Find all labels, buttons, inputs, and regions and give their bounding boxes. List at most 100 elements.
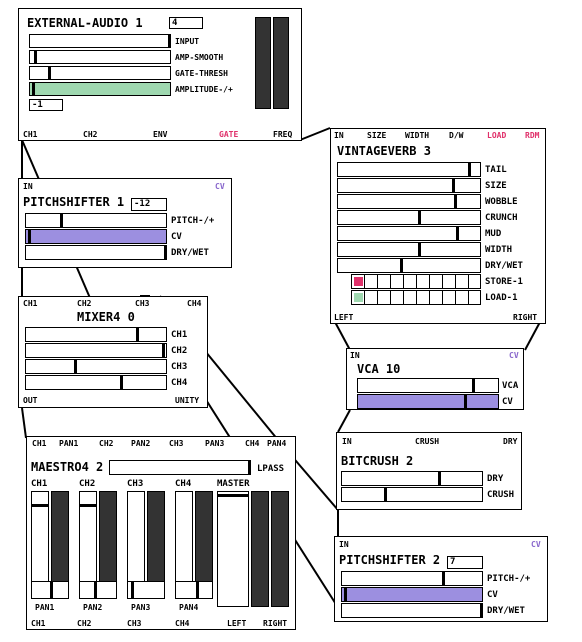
pitch-slider[interactable] — [341, 571, 483, 586]
input-slider[interactable] — [29, 34, 171, 48]
inlet-ch4[interactable]: CH4 — [187, 299, 202, 308]
outlet-right[interactable]: RIGHT — [263, 619, 288, 628]
crush-slider[interactable] — [341, 487, 483, 502]
inlet-in[interactable]: IN — [339, 540, 349, 549]
inlet-pan2[interactable]: PAN2 — [131, 439, 151, 448]
ch4-header: CH4 — [175, 479, 192, 489]
inlet-pan4[interactable]: PAN4 — [267, 439, 287, 448]
gate-thresh-slider[interactable] — [29, 66, 171, 80]
inlet-dw[interactable]: D/W — [449, 131, 464, 140]
amplitude-label: AMPLITUDE-/+ — [175, 85, 233, 94]
outlet-freq[interactable]: FREQ — [273, 130, 293, 139]
outlet-ch2[interactable]: CH2 — [83, 130, 98, 139]
cv-slider[interactable] — [341, 587, 483, 602]
size-slider[interactable] — [337, 178, 481, 193]
inlet-ch1[interactable]: CH1 — [23, 299, 38, 308]
tail-label: TAIL — [485, 165, 507, 175]
pan2-slider[interactable] — [79, 581, 117, 599]
number-box[interactable]: -12 — [131, 198, 167, 211]
module-title: PITCHSHIFTER 2 — [339, 553, 441, 567]
amp-smooth-slider[interactable] — [29, 50, 171, 64]
gate-thresh-label: GATE-THRESH — [175, 69, 228, 78]
inlet-ch4[interactable]: CH4 — [245, 439, 260, 448]
inlet-cv[interactable]: CV — [531, 540, 541, 549]
outlet-env[interactable]: ENV — [153, 130, 168, 139]
master-fader[interactable] — [217, 491, 249, 607]
size-label: SIZE — [485, 181, 507, 191]
dry-slider[interactable] — [341, 471, 483, 486]
pan3-slider[interactable] — [127, 581, 165, 599]
module-title: VCA 10 — [357, 362, 401, 376]
number-box-2[interactable]: -1 — [29, 99, 63, 111]
inlet-pan3[interactable]: PAN3 — [205, 439, 225, 448]
pitch-label: PITCH-/+ — [487, 574, 531, 584]
outlet-ch3[interactable]: CH3 — [127, 619, 142, 628]
outlet-right[interactable]: RIGHT — [513, 313, 538, 322]
number-box[interactable]: 4 — [169, 17, 203, 29]
pan4-slider[interactable] — [175, 581, 213, 599]
dry-wet-slider[interactable] — [341, 603, 483, 618]
inlet-cv[interactable]: CV — [215, 182, 225, 191]
cv-label: CV — [502, 397, 513, 407]
inlet-in[interactable]: IN — [342, 437, 352, 446]
cv-slider[interactable] — [25, 229, 167, 244]
inlet-size[interactable]: SIZE — [367, 131, 387, 140]
pan1-slider[interactable] — [31, 581, 69, 599]
inlet-in[interactable]: IN — [350, 351, 360, 360]
outlet-left[interactable]: LEFT — [227, 619, 247, 628]
ch3-header: CH3 — [127, 479, 144, 489]
outlet-out[interactable]: OUT — [23, 396, 38, 405]
dry-label: DRY — [487, 474, 504, 484]
mud-label: MUD — [485, 229, 502, 239]
vca-label: VCA — [502, 381, 519, 391]
width-label: WIDTH — [485, 245, 513, 255]
outlet-ch4[interactable]: CH4 — [175, 619, 190, 628]
module-title: VINTAGEVERB 3 — [337, 144, 431, 158]
load-grid[interactable] — [351, 290, 481, 305]
dry-wet-slider[interactable] — [337, 258, 481, 273]
vca-slider[interactable] — [357, 378, 499, 393]
lpass-slider[interactable] — [109, 460, 251, 475]
inlet-in[interactable]: IN — [334, 131, 344, 140]
outlet-left[interactable]: LEFT — [334, 313, 354, 322]
tail-slider[interactable] — [337, 162, 481, 177]
bitcrush-module: IN CRUSH DRY BITCRUSH 2 DRY CRUSH — [336, 432, 522, 510]
inlet-ch3[interactable]: CH3 — [135, 299, 150, 308]
store-grid[interactable] — [351, 274, 481, 289]
inlet-load[interactable]: LOAD — [487, 131, 507, 140]
amplitude-slider[interactable] — [29, 82, 171, 96]
number-box[interactable]: 7 — [447, 556, 483, 569]
module-title: MAESTRO4 2 — [31, 460, 104, 474]
outlet-ch1[interactable]: CH1 — [31, 619, 46, 628]
vca-module: IN CV VCA 10 VCA CV — [346, 348, 524, 410]
outlet-unity[interactable]: UNITY — [175, 396, 200, 405]
external-audio-module: EXTERNAL-AUDIO 1 4 INPUT AMP-SMOOTH GATE… — [18, 8, 302, 141]
inlet-ch3[interactable]: CH3 — [169, 439, 184, 448]
amp-smooth-label: AMP-SMOOTH — [175, 53, 224, 62]
inlet-cv[interactable]: CV — [509, 351, 519, 360]
outlet-ch1[interactable]: CH1 — [23, 130, 38, 139]
width-slider[interactable] — [337, 242, 481, 257]
inlet-in[interactable]: IN — [23, 182, 33, 191]
outlet-gate[interactable]: GATE — [219, 130, 239, 139]
inlet-ch1[interactable]: CH1 — [32, 439, 47, 448]
pitch-slider[interactable] — [25, 213, 167, 228]
inlet-dry[interactable]: DRY — [503, 437, 518, 446]
inlet-width[interactable]: WIDTH — [405, 131, 430, 140]
wobble-slider[interactable] — [337, 194, 481, 209]
inlet-rdm[interactable]: RDM — [525, 131, 540, 140]
dry-wet-slider[interactable] — [25, 245, 167, 260]
crunch-slider[interactable] — [337, 210, 481, 225]
inlet-crush[interactable]: CRUSH — [415, 437, 440, 446]
outlet-ch2[interactable]: CH2 — [77, 619, 92, 628]
inlet-ch2[interactable]: CH2 — [99, 439, 114, 448]
ch3-slider[interactable] — [25, 359, 167, 374]
mud-slider[interactable] — [337, 226, 481, 241]
inlet-ch2[interactable]: CH2 — [77, 299, 92, 308]
inlet-pan1[interactable]: PAN1 — [59, 439, 79, 448]
ch2-slider[interactable] — [25, 343, 167, 358]
ch1-slider[interactable] — [25, 327, 167, 342]
ch4-slider[interactable] — [25, 375, 167, 390]
cv-slider[interactable] — [357, 394, 499, 409]
